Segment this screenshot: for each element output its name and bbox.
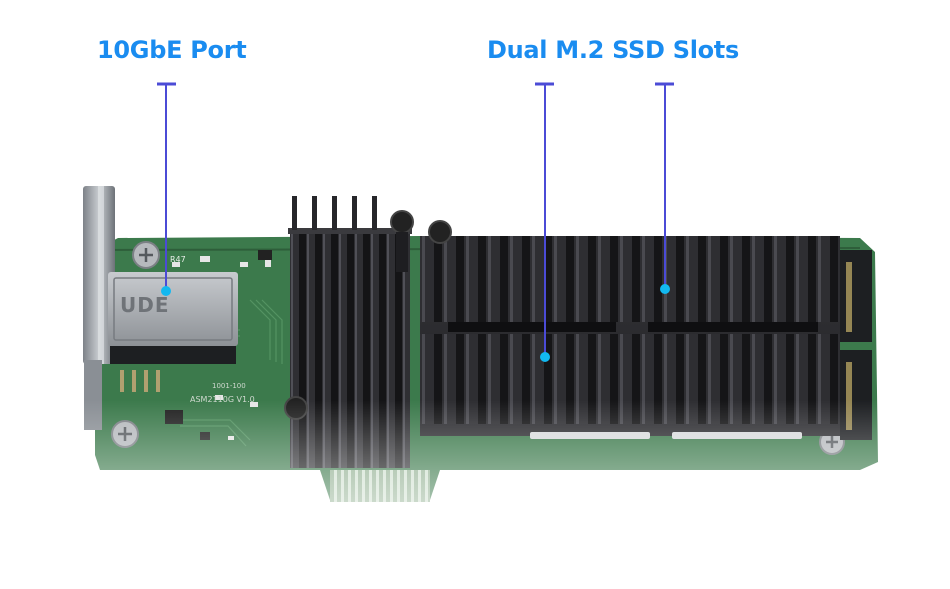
callout-port [157, 82, 176, 296]
chip-marking: R47 [170, 255, 186, 264]
part-marking: 1001-100 [212, 382, 246, 390]
ssd-slot-1-dot [540, 352, 550, 362]
port-callout-dot [161, 286, 171, 296]
screw-top-left [132, 241, 160, 269]
heatsink-pushpin-top [390, 210, 414, 234]
ssd-callout-label: Dual M.2 SSD Slots [487, 36, 739, 64]
callout-ssd-2 [655, 82, 674, 294]
ssd-slot-2-dot [660, 284, 670, 294]
rj45-pins [120, 370, 160, 392]
callout-ssd-1 [535, 82, 554, 362]
bottom-fade-overlay [0, 400, 950, 589]
rj45-port: UDE [108, 272, 238, 392]
port-callout-label: 10GbE Port [97, 36, 247, 64]
model-marking: ASM2110G V1.0 [190, 395, 255, 404]
m2-heatsink-screw [428, 220, 452, 244]
rj45-brand: UDE [120, 293, 170, 317]
